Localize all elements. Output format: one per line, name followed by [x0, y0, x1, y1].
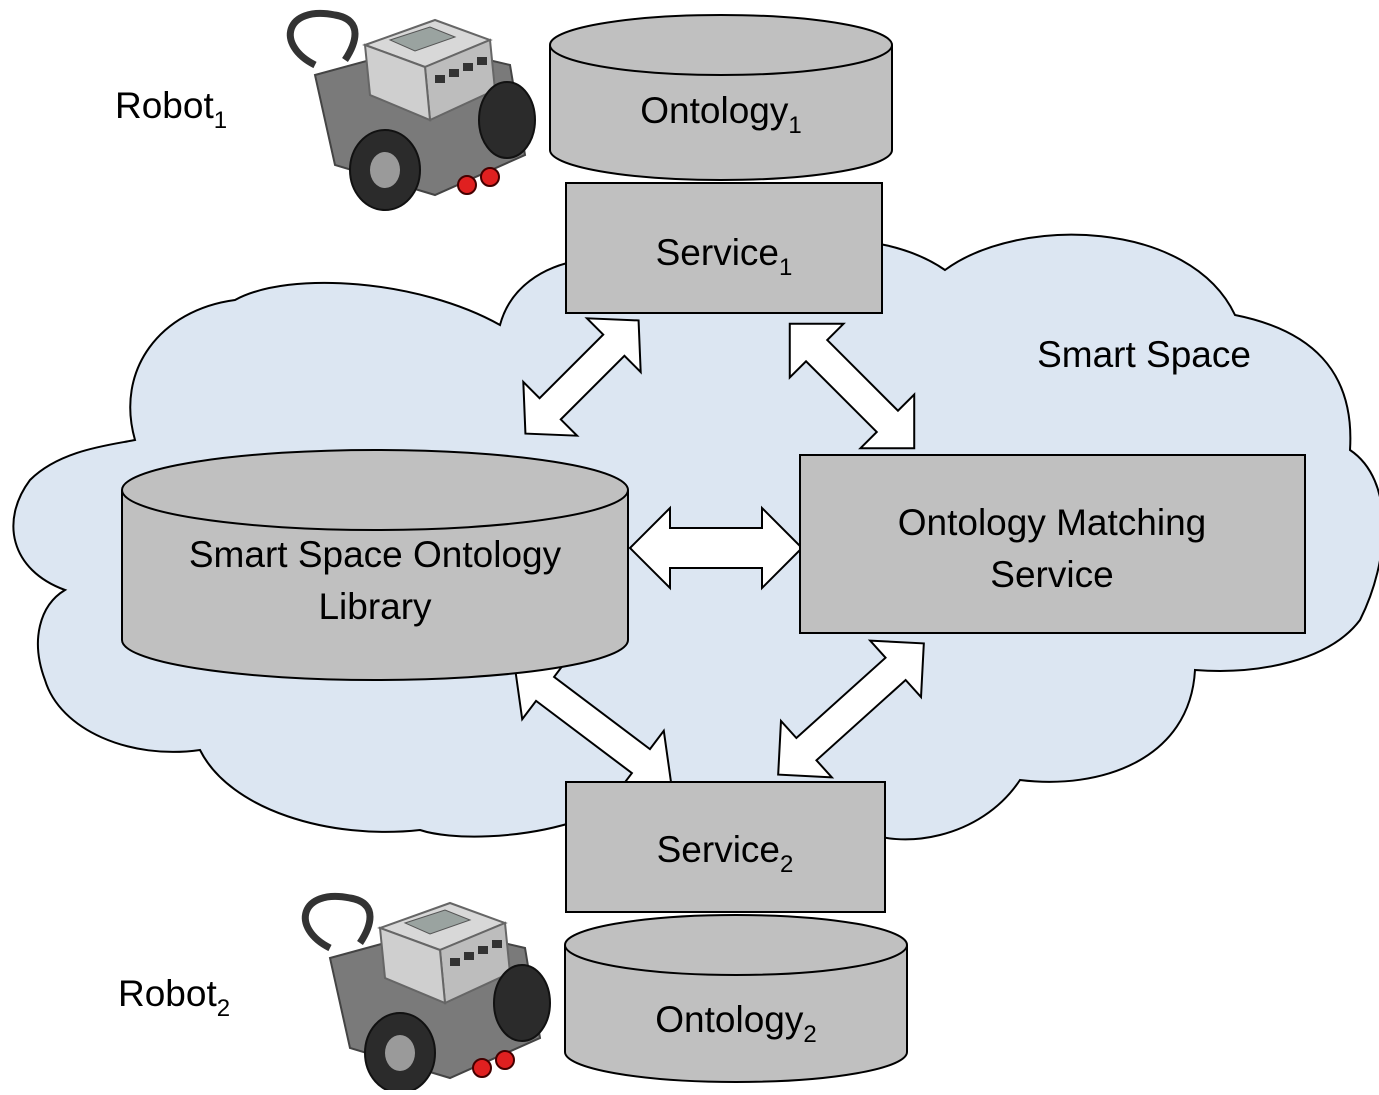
lego-robot-icon [286, 10, 536, 211]
lego-robot-icon [301, 893, 551, 1094]
robot-sensor-eye [495, 1050, 515, 1070]
service2-subscript: 2 [780, 851, 793, 878]
arrow-service1-library [522, 317, 642, 437]
library-cylinder-body [121, 490, 629, 681]
ontology1-subscript: 1 [788, 112, 801, 139]
robot-port [435, 75, 445, 83]
robot-port [449, 69, 459, 77]
ontology2: Ontology2 [564, 914, 908, 1083]
library-label-line2: Library [318, 586, 432, 627]
library-label-line1: Smart Space Ontology [189, 534, 562, 575]
ontology1-label: Ontology1 [640, 90, 801, 139]
robot-port [463, 63, 473, 71]
robot-sensor-eye [480, 167, 500, 187]
robot-wheel [493, 964, 551, 1042]
robot2-label: Robot2 [118, 973, 230, 1022]
service2-box [565, 781, 886, 913]
ontology1-cylinder-top [549, 14, 893, 76]
ontology1-cylinder-body [549, 45, 893, 181]
connection-arrows [513, 317, 925, 793]
smart-space-ontology-library: Smart Space Ontology Library [121, 449, 629, 681]
robot-port [464, 952, 474, 960]
service1-box [565, 182, 883, 314]
service1-subscript: 1 [779, 254, 792, 281]
robot-cable [301, 893, 374, 952]
robot-sensor-eye [472, 1058, 492, 1078]
robot-port [492, 940, 502, 948]
robot-wheel [478, 81, 536, 159]
robot-port [478, 946, 488, 954]
robot1-subscript: 1 [214, 107, 227, 134]
service1: Service1 [565, 182, 883, 314]
ontology2-cylinder-top [564, 914, 908, 976]
robot-cable [286, 10, 359, 69]
ontology2-label: Ontology2 [655, 999, 816, 1048]
robot-hub [385, 1035, 415, 1071]
robot-brick-side [378, 926, 447, 1005]
ontology-matching-service: Ontology Matching Service [799, 454, 1306, 634]
arrow-matching-service2 [777, 639, 925, 779]
robot-hub [370, 152, 400, 188]
robot-screen [403, 909, 472, 935]
robot2-subscript: 2 [217, 995, 230, 1022]
arrow-service1-matching [788, 322, 916, 450]
robot-port [477, 57, 487, 65]
ontology1: Ontology1 [549, 14, 893, 181]
smart-space-label: Smart Space [1037, 334, 1251, 375]
service2: Service2 [565, 781, 886, 913]
robot-screen [388, 26, 457, 52]
matching-box [799, 454, 1306, 634]
ontology2-cylinder-body [564, 945, 908, 1083]
robot-port [450, 958, 460, 966]
library-cylinder-top [121, 449, 629, 531]
service1-label: Service1 [656, 232, 793, 281]
robot-sensor-eye [457, 175, 477, 195]
matching-label-line1: Ontology Matching [898, 502, 1207, 543]
ontology2-subscript: 2 [803, 1021, 816, 1048]
service2-label: Service2 [657, 829, 794, 878]
robot1-label: Robot1 [115, 85, 227, 134]
robot-brick-side [363, 43, 432, 122]
matching-label-line2: Service [990, 554, 1113, 595]
